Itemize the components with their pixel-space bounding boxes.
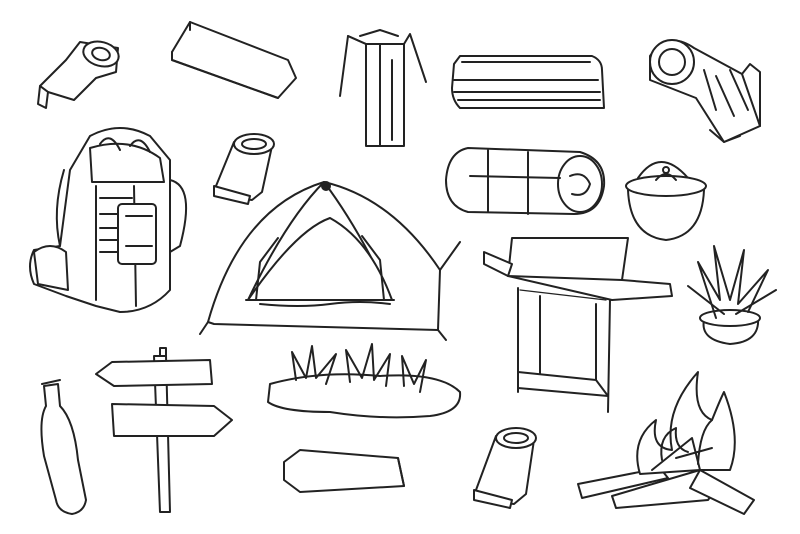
cup-icon	[213, 133, 275, 205]
cup-icon-2	[473, 427, 537, 509]
lantern-icon	[649, 39, 761, 143]
campfire-icon	[577, 371, 755, 515]
wooden-sign-icon	[171, 21, 297, 99]
tent-icon	[199, 181, 461, 341]
sleeping-bag-icon	[445, 147, 606, 215]
wooden-plank-icon	[283, 449, 405, 493]
flashlight-icon	[37, 40, 120, 109]
backpack-icon	[29, 127, 188, 313]
potted-plant-icon	[687, 245, 777, 345]
signpost-icon	[95, 347, 233, 513]
grass-puddle-icon	[267, 343, 462, 419]
cooking-pot-icon	[625, 161, 707, 241]
bbq-grill-icon	[483, 237, 673, 413]
water-bottle-icon	[40, 379, 87, 515]
folded-blanket-icon	[451, 55, 605, 109]
cardboard-box-icon	[339, 29, 427, 147]
